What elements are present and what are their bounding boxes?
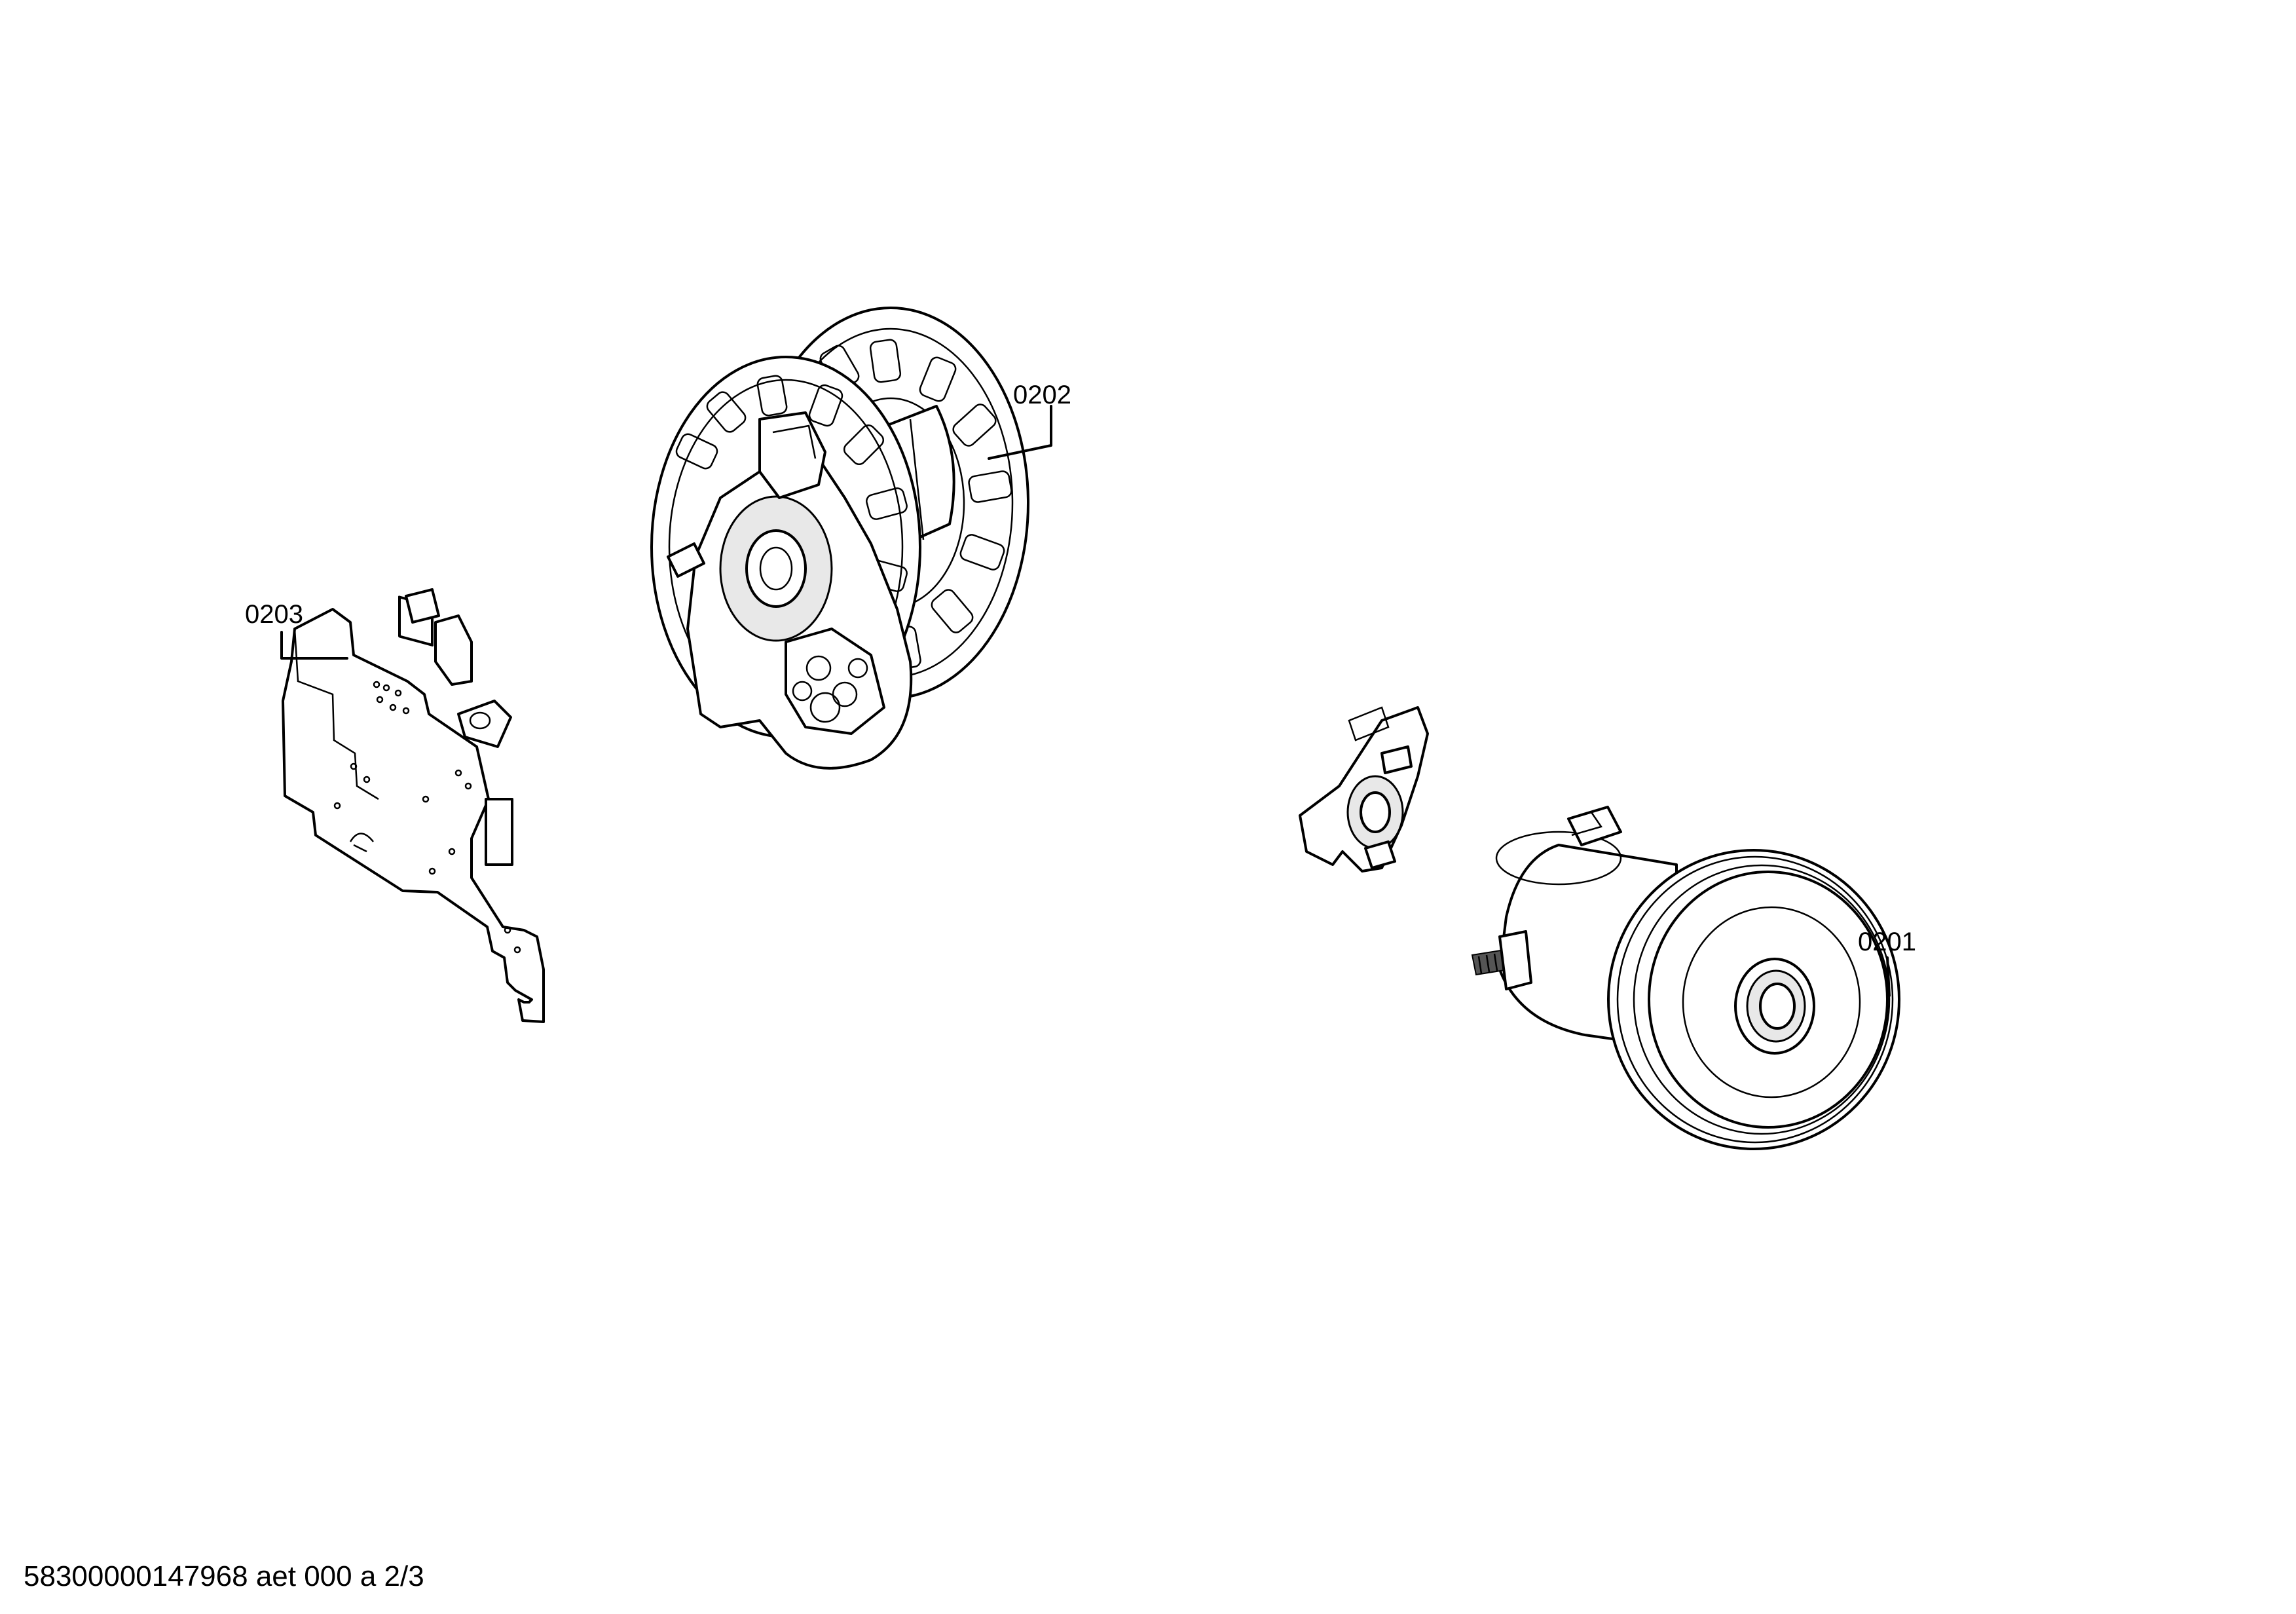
callout-0202: 0202 [1013,381,1071,409]
callout-0202-leader [988,405,1052,460]
motor-icon [1471,806,1900,1150]
circuit-board-bracket-icon [282,588,545,1023]
motor-mount-bracket-icon [1299,706,1429,873]
callout-0201: 0201 [1858,928,1916,956]
cable-reel-icon [650,307,1029,770]
drawing-reference-code: 58300000147968 aet 000 a 2/3 [24,1560,424,1592]
callout-0203: 0203 [245,600,303,629]
callout-0203-leader [280,631,348,660]
callout-0201-leader [1886,956,1891,997]
